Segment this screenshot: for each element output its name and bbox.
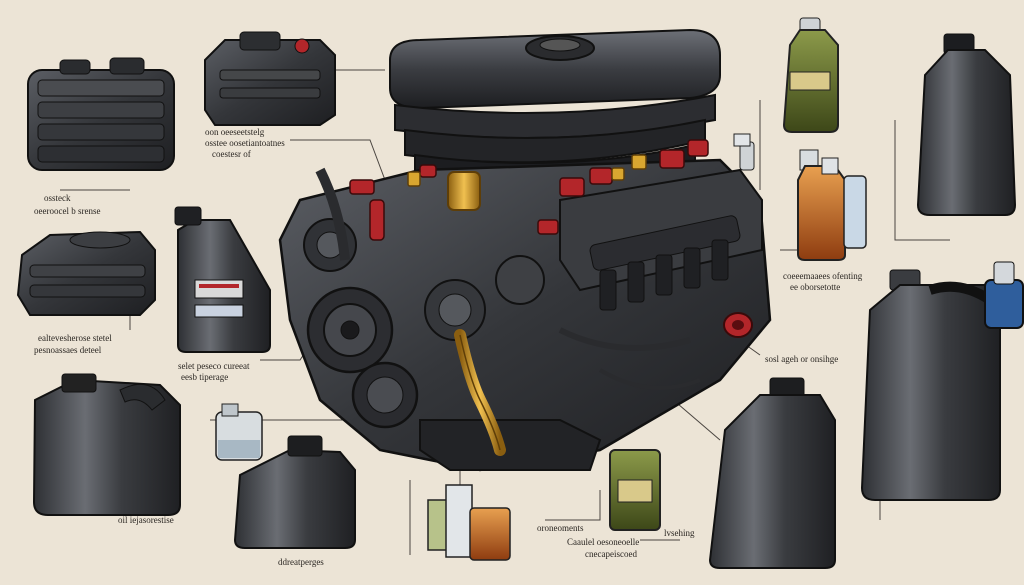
jug-right-large [860, 261, 1024, 501]
spray-bottle [733, 133, 755, 171]
label-bottom-center: ddreatperges [278, 557, 324, 567]
top-left-container [27, 57, 175, 171]
green-oil-bottle [782, 17, 839, 133]
label-bottom-mid-a: oroneoments [537, 523, 584, 533]
label-center-left-b: eesb tiperage [181, 372, 229, 382]
label-right-a: coeeemaaees ofenting [783, 271, 863, 281]
label-bottom-mid-c: cnecapeiscoed [585, 549, 637, 559]
jug-top-right [916, 33, 1017, 216]
jug-bottom-center [233, 435, 356, 549]
oil-bottle-left [174, 206, 271, 353]
label-top-left-c: coestesr of [212, 149, 251, 159]
engine-block [278, 28, 772, 472]
small-cup-bottom [215, 403, 263, 461]
left-mid-container [16, 230, 156, 316]
label-top-left-b: osstee oosetiantoatnes [205, 138, 285, 148]
green-cup [609, 449, 661, 531]
label-center-left-a: selet peseco cureeat [178, 361, 250, 371]
label-bottom-right-mid: lvsehing [664, 528, 695, 538]
label-bottom-left: oil iejasorestise [118, 515, 174, 525]
beakers [427, 484, 511, 561]
label-left-a: ossteck [44, 193, 71, 203]
label-right-b: ee oborsetotte [790, 282, 841, 292]
label-left-mid-a: ealtevesherose stetel [38, 333, 112, 343]
label-left-b: oeeroocel b srense [34, 206, 101, 216]
label-left-mid-b: pesnoassaes deteel [34, 345, 102, 355]
label-top-left-a: oon oeeseetstelg [205, 127, 265, 137]
top-center-container [204, 31, 336, 126]
label-right-mid: sosl ageh or onsihge [765, 354, 839, 364]
jug-bottom-left [32, 373, 181, 516]
amber-oil-bottles [797, 149, 867, 261]
label-bottom-mid-b: Caaulel oesoneoelle [567, 537, 640, 547]
jug-bottom-right [708, 377, 836, 569]
